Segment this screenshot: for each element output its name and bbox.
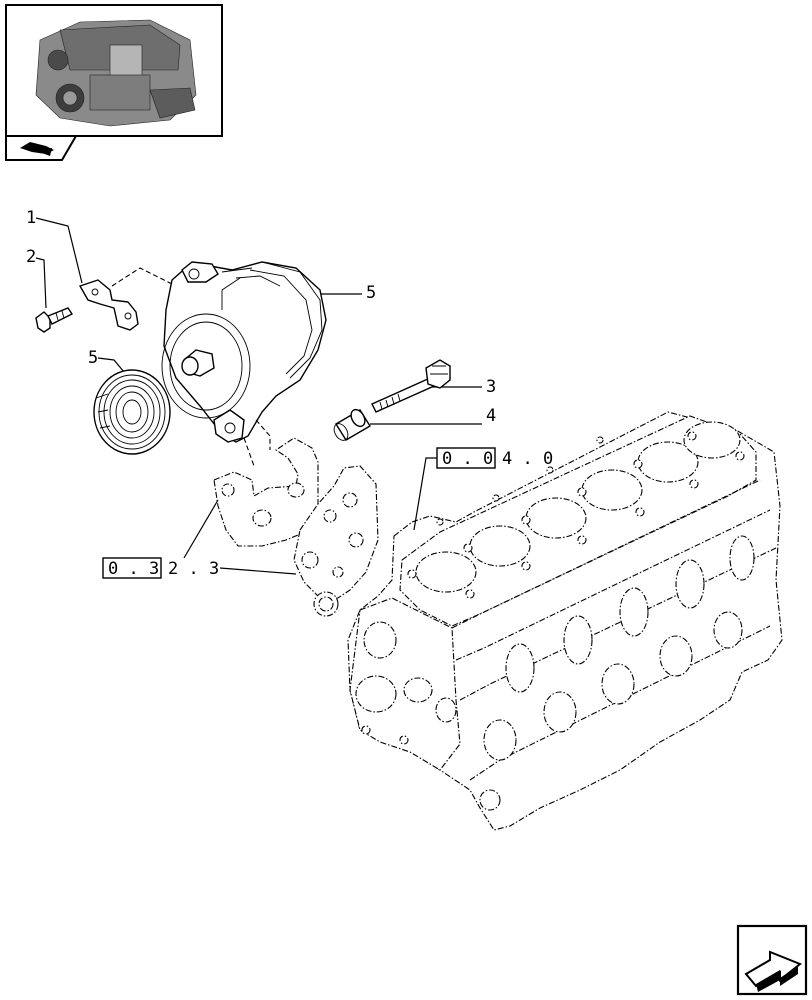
bushing-part[interactable] <box>331 407 371 443</box>
long-bolt-part[interactable] <box>371 359 451 413</box>
next-page-arrow-icon[interactable] <box>736 924 808 996</box>
book-arrow-icon[interactable] <box>5 135 78 161</box>
callout-1: 1 <box>26 208 83 284</box>
reference-block-suffix: 4 . 0 <box>502 449 553 469</box>
alternator-part[interactable] <box>161 261 327 470</box>
reference-block[interactable]: 0 . 0 4 . 0 <box>413 447 553 531</box>
callout-2-label: 2 <box>26 247 36 267</box>
callout-2: 2 <box>26 247 47 309</box>
pump-phantom <box>293 465 379 617</box>
callout-5-alternator: 5 <box>318 283 376 303</box>
alternator-support-phantom <box>213 437 319 547</box>
callout-4-label: 4 <box>486 406 496 426</box>
reference-pump-suffix: 2 . 3 <box>168 559 219 579</box>
callout-4: 4 <box>370 406 496 426</box>
reference-pump[interactable]: 0 . 3 2 . 3 <box>102 499 297 579</box>
callout-3-label: 3 <box>486 377 496 397</box>
reference-block-boxed: 0 . 0 <box>442 449 493 469</box>
callout-5-alternator-label: 5 <box>366 283 376 303</box>
bracket-part[interactable] <box>78 267 177 331</box>
reference-pump-boxed: 0 . 3 <box>108 559 159 579</box>
engine-block-phantom <box>347 411 783 831</box>
callout-5-pulley-label: 5 <box>88 348 98 368</box>
pulley-part[interactable] <box>93 369 171 455</box>
engine-thumbnail-image[interactable] <box>5 4 223 137</box>
callout-5-pulley: 5 <box>88 348 125 373</box>
callout-1-label: 1 <box>26 208 36 228</box>
bolt-part[interactable] <box>35 307 74 333</box>
